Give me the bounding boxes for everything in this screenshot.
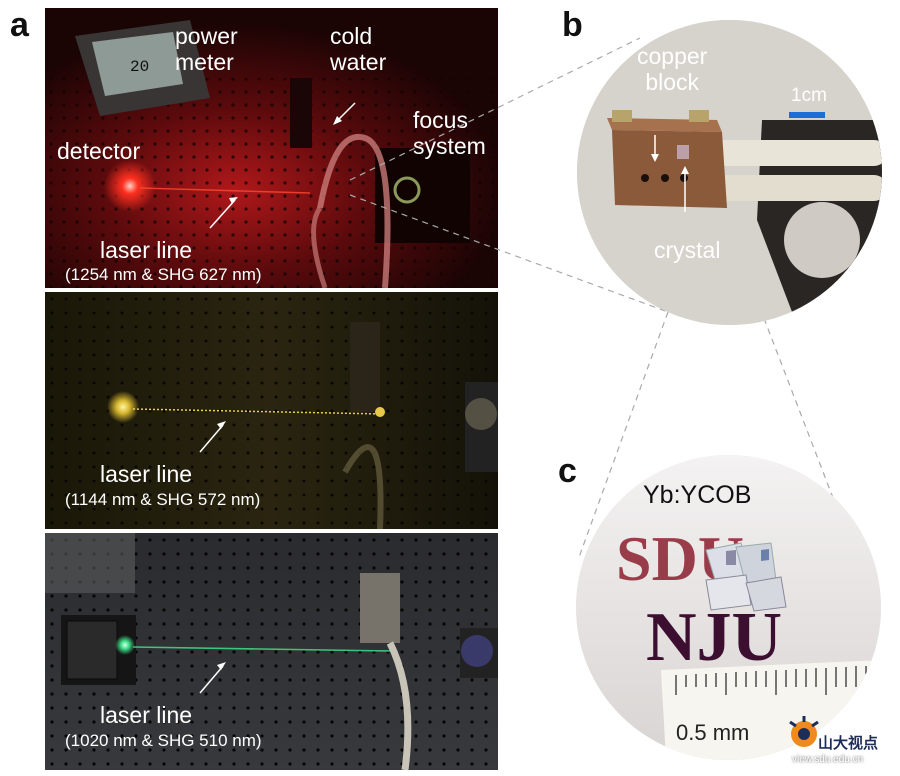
label-copper-block: copper block	[637, 43, 708, 95]
sdu-view-logo-icon	[789, 716, 819, 747]
scale-bar	[789, 112, 825, 118]
ruler-label: 0.5 mm	[676, 720, 749, 745]
nju-logo-text: NJU	[646, 599, 782, 676]
photo-ybycob-crystals: SDU NJU	[576, 455, 881, 760]
photo-red-laser-setup: 20 power meter cold water focus system d…	[45, 8, 498, 288]
watermark-text: 山大视点	[818, 735, 879, 752]
photo-green-laser-setup: laser line (1020 nm & SHG 510 nm)	[45, 533, 498, 770]
meter-reading: 20	[130, 58, 149, 76]
power-meter-device: 20	[75, 20, 210, 116]
label-wavelength-yellow: (1144 nm & SHG 572 nm)	[65, 490, 261, 509]
photo-crystal-holder: copper block 1cm crystal	[577, 20, 882, 325]
ruler-ticks	[675, 666, 867, 695]
label-focus-system: focus system	[413, 107, 486, 159]
watermark: 山大视点 view.sdu.edu.cn	[784, 712, 900, 772]
photo-green-scene	[45, 533, 498, 770]
panel-label-a: a	[10, 6, 29, 44]
label-wavelength-green: (1020 nm & SHG 510 nm)	[65, 731, 262, 750]
photo-holder-scene	[577, 20, 882, 325]
label-laser-line-red: laser line	[100, 237, 193, 263]
label-scale-1cm: 1cm	[791, 85, 827, 106]
photo-yellow-scene	[45, 292, 498, 529]
label-laser-line-green: laser line	[100, 702, 193, 728]
panel-label-b: b	[562, 6, 583, 44]
label-laser-line-yellow: laser line	[100, 461, 193, 487]
label-detector: detector	[57, 138, 141, 164]
label-wavelength-red: (1254 nm & SHG 627 nm)	[65, 265, 262, 284]
photo-yellow-laser-setup: laser line (1144 nm & SHG 572 nm)	[45, 292, 498, 529]
label-cold-water: cold water	[330, 23, 387, 75]
panel-label-c: c	[558, 452, 577, 490]
label-power-meter: power meter	[175, 23, 238, 75]
label-yb-ycob: Yb:YCOB	[643, 481, 752, 509]
crystal-cubes	[705, 542, 787, 612]
photo-red-scene: 20	[45, 8, 498, 288]
watermark-url: view.sdu.edu.cn	[792, 754, 864, 765]
label-crystal: crystal	[654, 237, 721, 263]
